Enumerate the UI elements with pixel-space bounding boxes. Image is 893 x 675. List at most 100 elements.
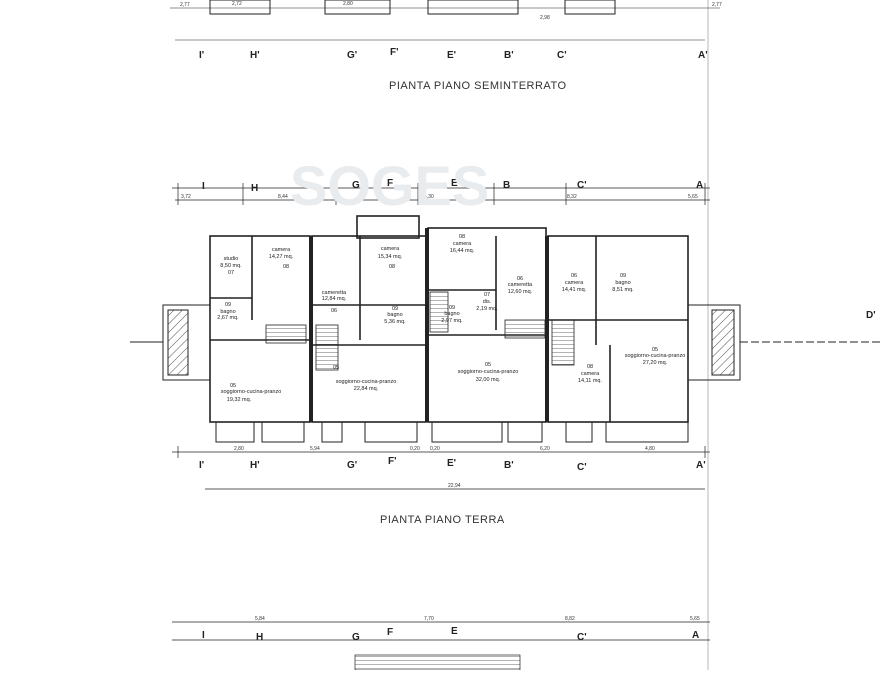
svg-text:15,34 mq.: 15,34 mq. [378, 254, 403, 260]
axis-label: B' [504, 460, 514, 471]
external-terraces [130, 304, 880, 381]
svg-text:06: 06 [331, 308, 337, 314]
svg-text:2,97 mq.: 2,97 mq. [441, 318, 463, 324]
axis-label: F [387, 178, 393, 189]
stairs [265, 291, 575, 371]
axis-label: E [451, 178, 458, 189]
dim-label: 5,30 [424, 194, 434, 200]
ground-top-axis [172, 183, 710, 205]
svg-text:08: 08 [587, 364, 593, 370]
axis-label: A' [698, 50, 708, 61]
svg-text:bagno: bagno [220, 309, 235, 315]
axis-label: A' [696, 460, 706, 471]
axis-label: B' [504, 50, 514, 61]
dim-label: 8,44 [278, 194, 288, 200]
svg-text:camera: camera [272, 247, 291, 253]
ground-plan-title: PIANTA PIANO TERRA [380, 514, 505, 526]
svg-text:cameretta: cameretta [508, 282, 533, 288]
svg-text:soggiorno-cucina-pranzo: soggiorno-cucina-pranzo [458, 369, 519, 375]
svg-text:09: 09 [449, 305, 455, 311]
dim-label: 8,82 [565, 616, 575, 622]
svg-text:22,84 mq.: 22,84 mq. [354, 386, 379, 392]
svg-text:19,32 mq.: 19,32 mq. [227, 397, 252, 403]
svg-text:09: 09 [620, 273, 626, 279]
axis-label: C' [557, 50, 567, 61]
svg-text:bagno: bagno [444, 311, 459, 317]
dim-label: 5,65 [690, 616, 700, 622]
axis-label: E' [447, 50, 456, 61]
section-marker: D' [866, 310, 876, 321]
dim-label: 6,20 [540, 446, 550, 452]
svg-text:8,50 mq.: 8,50 mq. [220, 263, 242, 269]
balconies [215, 421, 689, 443]
axis-label: H [251, 183, 258, 194]
dim-label: 2,80 [234, 446, 244, 452]
dim-label: 0,20 [430, 446, 440, 452]
svg-text:06: 06 [517, 276, 523, 282]
svg-text:2,67 mq.: 2,67 mq. [217, 315, 239, 321]
dim-label: 7,70 [424, 616, 434, 622]
svg-text:09: 09 [392, 306, 398, 312]
dim-label: 2,77 [180, 2, 190, 8]
ground-top-axis-labels: I H G F E B C' A [202, 178, 703, 194]
basement-dimension-labels: 2,77 2,72 2,80 2,77 2,98 [180, 1, 722, 21]
svg-text:05: 05 [652, 347, 658, 353]
party-walls [309, 228, 549, 422]
svg-text:studio: studio [224, 256, 239, 262]
axis-label: G [352, 632, 360, 643]
axis-label: H' [250, 460, 260, 471]
axis-label: A [696, 180, 703, 191]
axis-label: I' [199, 460, 204, 471]
dim-label: 3,72 [181, 194, 191, 200]
axis-label: F' [390, 47, 399, 58]
axis-label: F [387, 627, 393, 638]
svg-text:8,51 mq.: 8,51 mq. [612, 287, 634, 293]
svg-text:cameretta: cameretta [322, 290, 347, 296]
svg-text:14,11 mq.: 14,11 mq. [578, 378, 603, 384]
svg-text:27,20 mq.: 27,20 mq. [643, 360, 668, 366]
axis-label: E' [447, 458, 456, 469]
dim-label: 5,65 [688, 194, 698, 200]
svg-text:bagno: bagno [615, 280, 630, 286]
svg-text:05: 05 [230, 383, 236, 389]
ground-bottom-axis [172, 446, 710, 490]
axis-label: G [352, 180, 360, 191]
svg-text:16,44 mq.: 16,44 mq. [450, 248, 475, 254]
svg-text:12,60 mq.: 12,60 mq. [508, 289, 533, 295]
dim-label: 5,94 [310, 446, 320, 452]
axis-label: H' [250, 50, 260, 61]
svg-text:08: 08 [389, 264, 395, 270]
dim-label: 2,77 [712, 2, 722, 8]
svg-text:08: 08 [459, 234, 465, 240]
dim-label: 22,94 [448, 483, 461, 489]
axis-label: I' [199, 50, 204, 61]
svg-text:05: 05 [333, 365, 339, 371]
axis-label: I [202, 181, 205, 192]
svg-text:2,19 mq.: 2,19 mq. [476, 306, 498, 312]
svg-text:08: 08 [283, 264, 289, 270]
ground-bottom-axis-labels: I' H' G' F' E' B' C' A' [199, 456, 706, 473]
axis-label: E [451, 626, 458, 637]
dim-label: 4,80 [645, 446, 655, 452]
axis-label: F' [388, 456, 397, 467]
room: dis.2,19 mq.07 [476, 292, 498, 312]
dim-label: 2,72 [232, 1, 242, 7]
axis-label: G' [347, 460, 357, 471]
svg-text:camera: camera [381, 246, 400, 252]
svg-text:bagno: bagno [387, 312, 402, 318]
svg-text:06: 06 [571, 273, 577, 279]
svg-text:05: 05 [485, 362, 491, 368]
dim-label: 8,32 [567, 194, 577, 200]
ground-top-dims: 3,72 8,44 5,30 8,32 5,65 [181, 194, 698, 200]
